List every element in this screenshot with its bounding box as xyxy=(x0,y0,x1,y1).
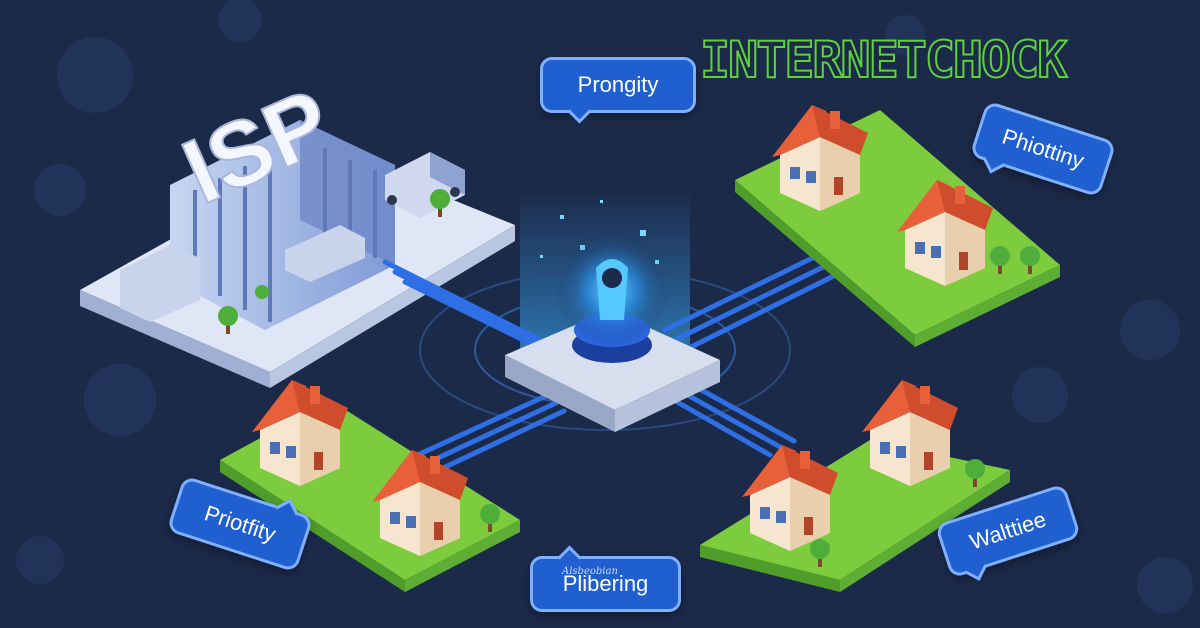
platform-trees xyxy=(218,189,450,334)
label-bubble-top: Prongity xyxy=(540,57,696,113)
label-bubble-bottom: Plibering xyxy=(530,556,681,612)
background-blobs xyxy=(16,0,1193,613)
houses-top-right xyxy=(735,105,1060,347)
isp-building-icon xyxy=(120,120,395,330)
watermark-text: Alsbeobian xyxy=(562,566,618,577)
houses-bottom-right xyxy=(700,380,1010,592)
brand-title: INTERNETCHOCK xyxy=(699,30,1068,90)
houses-bottom-left xyxy=(220,380,520,592)
glowing-router-icon xyxy=(505,232,720,432)
